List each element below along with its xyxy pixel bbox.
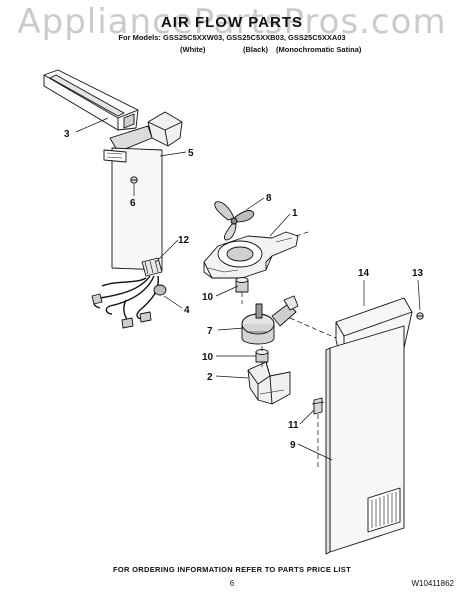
alignment-lines: [241, 231, 337, 470]
callout-8: 8: [266, 193, 272, 204]
part-screw-6: [130, 176, 138, 184]
callout-10a: 10: [202, 292, 214, 303]
part-insulation-panel: [103, 147, 163, 271]
part-upper-duct: [109, 111, 183, 153]
color-satina-label: (Monochromatic Satina): [276, 45, 362, 54]
callout-3: 3: [64, 129, 70, 140]
part-air-tower-cover: [43, 69, 139, 131]
page-title: AIR FLOW PARTS: [160, 14, 304, 31]
callout-4: 4: [184, 305, 190, 316]
callout-10b: 10: [202, 352, 214, 363]
model-list: For Models: GSS25C5XXW03, GSS25C5XXB03, …: [118, 33, 346, 42]
part-screw-13: [416, 312, 424, 320]
callout-2: 2: [207, 372, 213, 383]
part-grommet-10b: [255, 349, 269, 363]
callout-9: 9: [290, 440, 296, 451]
part-clip: [311, 397, 325, 415]
callout-14: 14: [358, 268, 370, 279]
part-rear-panel: [325, 325, 405, 555]
page-number: 6: [229, 579, 235, 588]
callout-6: 6: [130, 198, 136, 209]
color-white-label: (White): [180, 45, 206, 54]
ordering-info: FOR ORDERING INFORMATION REFER TO PARTS …: [113, 565, 351, 574]
part-wire-harness: [91, 257, 167, 329]
document-number: W10411862: [411, 579, 454, 588]
part-grommet-10a: [235, 277, 249, 293]
callout-11: 11: [288, 420, 299, 431]
color-black-label: (Black): [243, 45, 269, 54]
callout-1: 1: [292, 208, 298, 219]
part-fan-blade: [214, 201, 255, 241]
part-fan-motor: [241, 295, 299, 345]
callout-5: 5: [188, 148, 194, 159]
callout-7: 7: [207, 326, 213, 337]
callout-12: 12: [178, 235, 190, 246]
callout-13: 13: [412, 268, 424, 279]
leader-lines: [75, 117, 421, 461]
part-lower-duct: [247, 361, 291, 405]
part-fan-housing: [203, 231, 299, 279]
